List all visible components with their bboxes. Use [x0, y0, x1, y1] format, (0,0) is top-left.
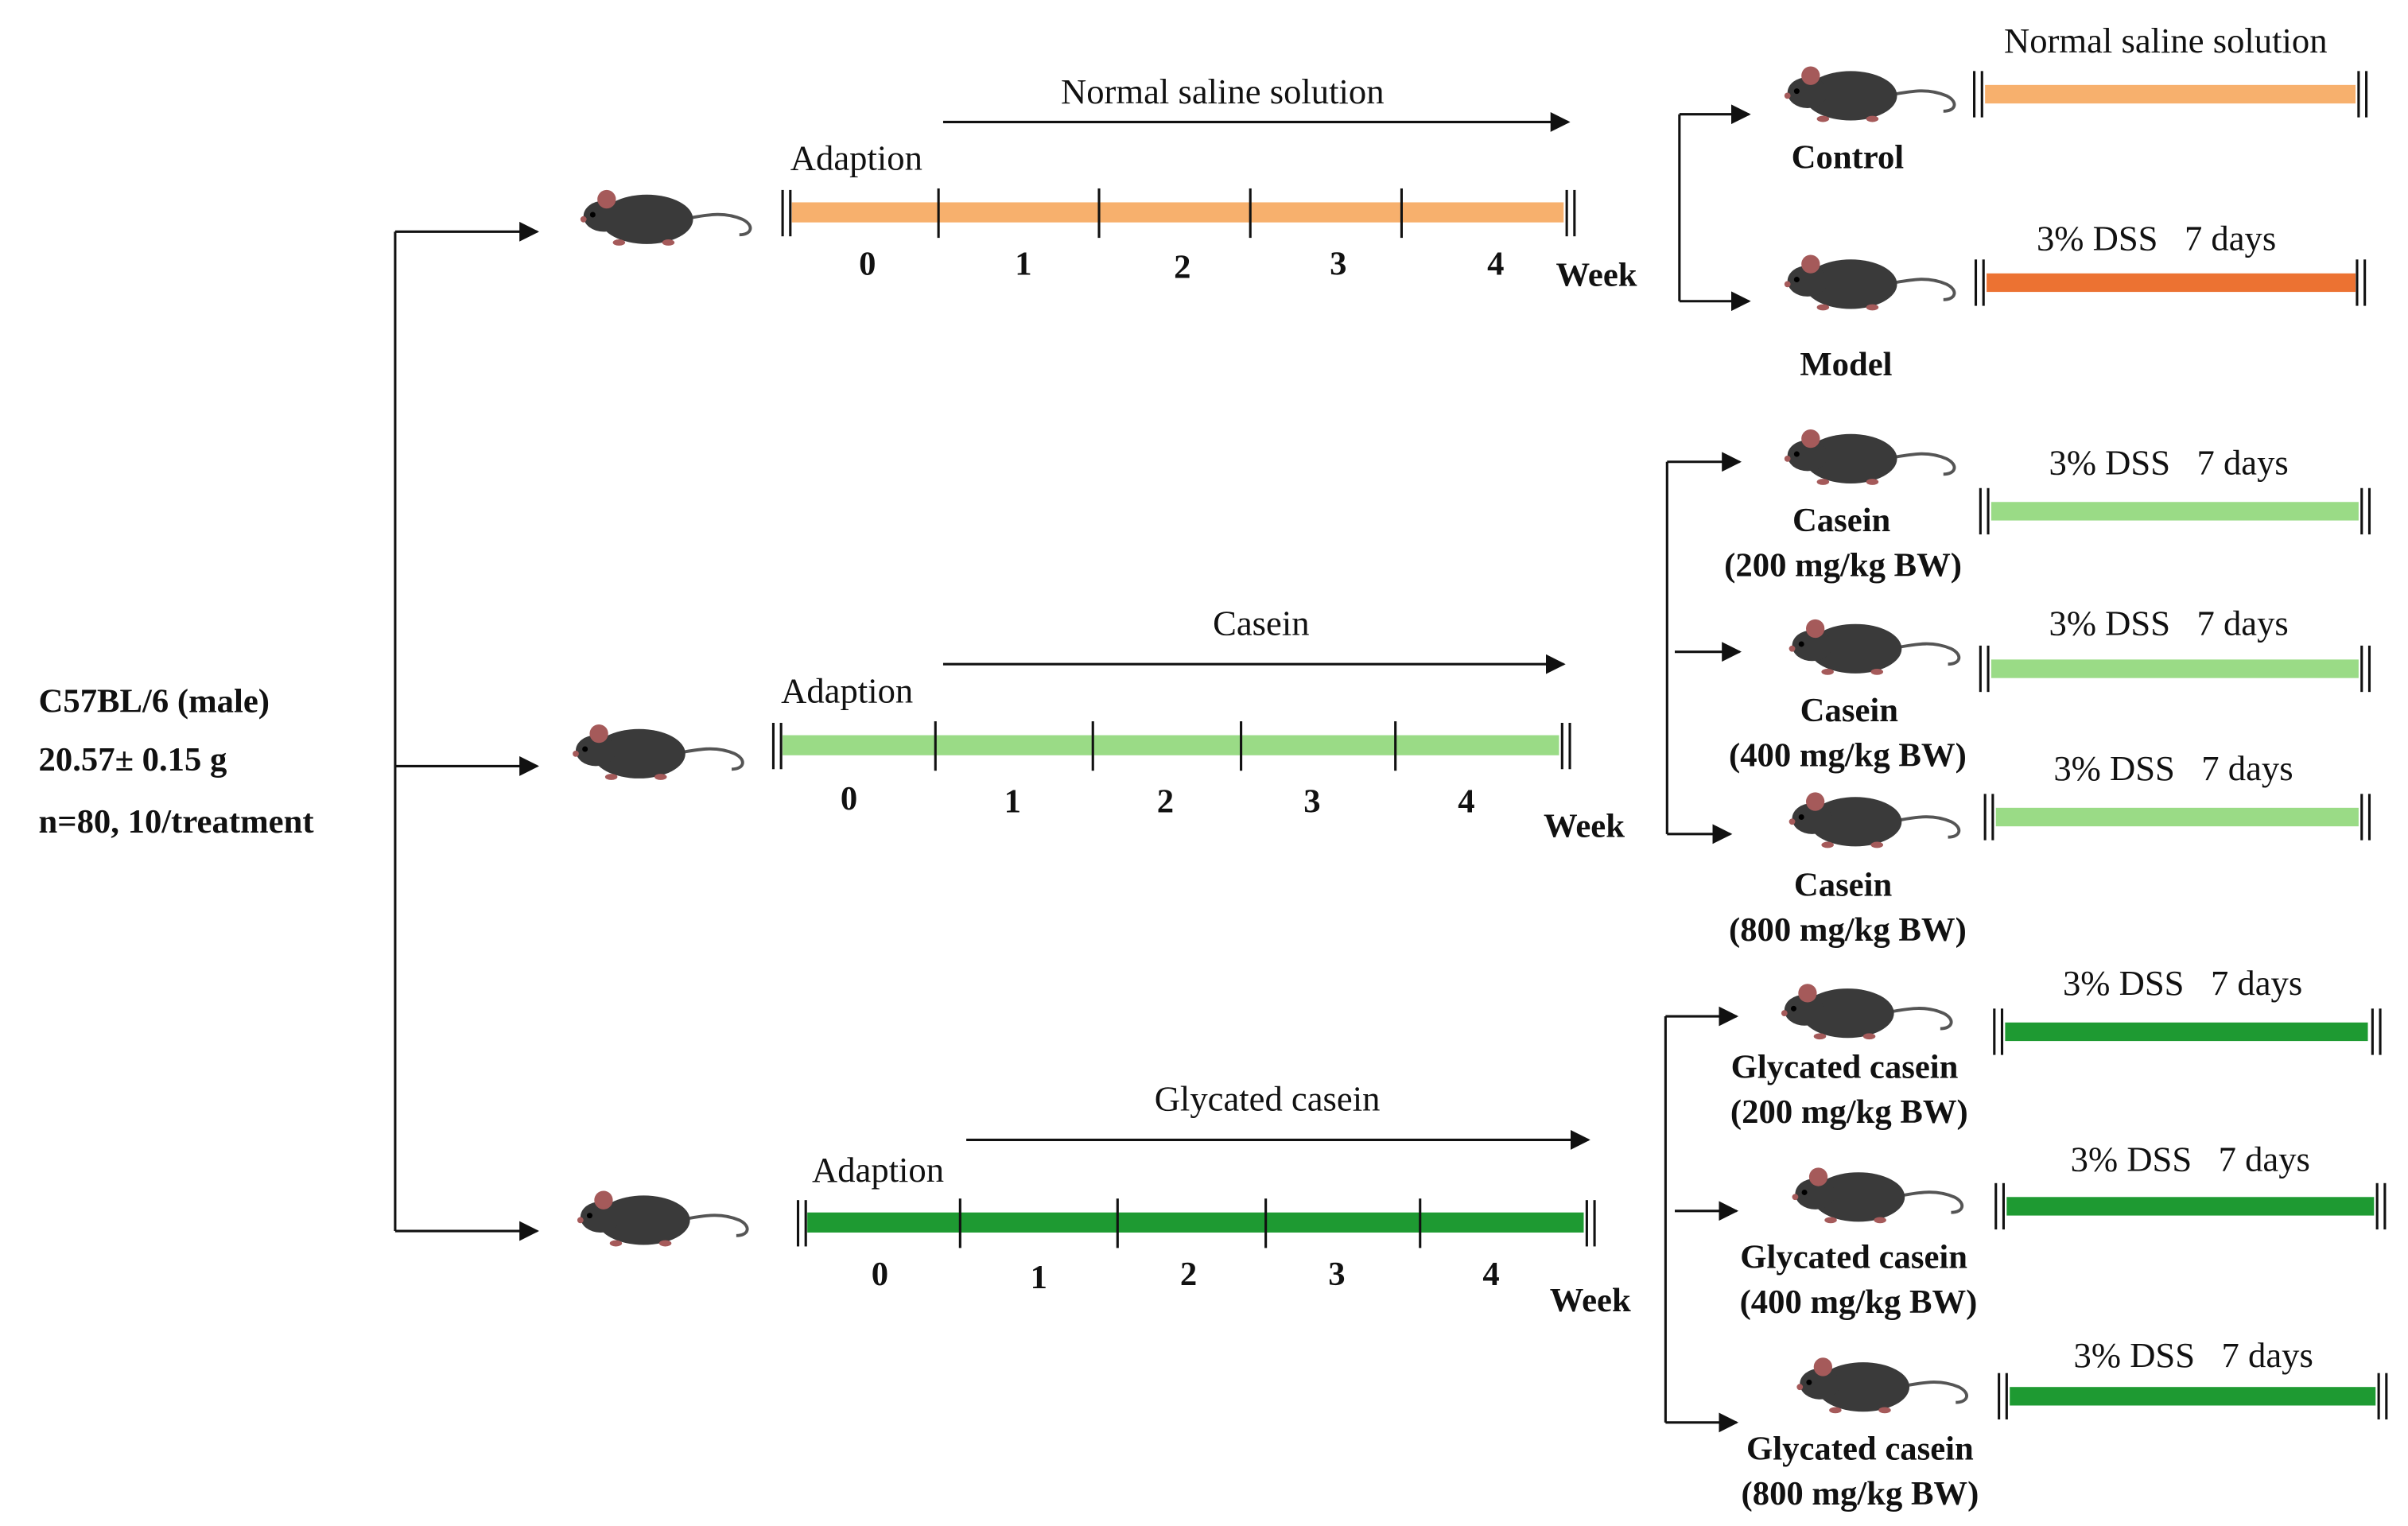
group-label-casein-800: Casein — [1794, 867, 1893, 904]
group-treatment-label: 3% DSS 7 days — [2053, 748, 2293, 788]
mouse-icon-model — [1782, 253, 1956, 313]
adaption-label: Adaption — [781, 671, 913, 711]
group-label-model: Model — [1800, 346, 1892, 383]
bracket-saline — [1678, 104, 1751, 312]
week-number: 2 — [1157, 783, 1174, 821]
week-label: Week — [1544, 808, 1625, 845]
group-dose-glycated-400: (400 mg/kg BW) — [1740, 1283, 1978, 1321]
treatment-label: Glycated casein — [1155, 1079, 1381, 1119]
week-number: 4 — [1458, 783, 1474, 821]
group-treatment-bar — [1987, 273, 2356, 293]
week-label: Week — [1556, 256, 1637, 293]
mouse-icon-glycated-200 — [1780, 982, 1953, 1042]
group-bar-control: Normal saline solution — [1973, 21, 2368, 118]
group-treatment-label: Normal saline solution — [2004, 21, 2328, 60]
mouse-icon-glycated-phase — [576, 1189, 749, 1248]
week-number: 4 — [1487, 246, 1504, 283]
group-label-glycated-800: Glycated casein — [1746, 1430, 1974, 1467]
week-number: 3 — [1328, 1256, 1345, 1293]
group-dose-glycated-800: (800 mg/kg BW) — [1742, 1475, 1979, 1512]
subject-weight: 20.57± 0.15 g — [39, 741, 227, 779]
group-treatment-label: 3% DSS 7 days — [2071, 1139, 2310, 1178]
group-treatment-bar — [1985, 84, 2356, 104]
mouse-icon-glycated-400 — [1790, 1166, 1964, 1225]
week-number: 3 — [1330, 246, 1346, 283]
week-label: Week — [1550, 1282, 1631, 1319]
mouse-icon-casein-phase — [571, 723, 744, 782]
subject-strain: C57BL/6 (male) — [39, 682, 270, 720]
mouse-icon-casein-400 — [1787, 617, 1961, 677]
week-number: 3 — [1303, 783, 1320, 821]
mouse-icon-casein-800 — [1787, 790, 1961, 850]
group-treatment-bar — [2010, 1387, 2376, 1406]
week-number: 1 — [1015, 246, 1031, 283]
phase-glycated: Glycated casein Adaption 0 1 2 3 4 Week — [796, 1079, 1631, 1319]
group-bar-casein-400: 3% DSS 7 days — [1979, 603, 2371, 693]
week-number: 2 — [1180, 1256, 1197, 1293]
treatment-label: Normal saline solution — [1061, 72, 1385, 111]
group-treatment-label: 3% DSS 7 days — [2049, 603, 2289, 643]
group-treatment-label: 3% DSS 7 days — [2063, 963, 2302, 1003]
week-number: 1 — [1031, 1259, 1047, 1296]
adaption-label: Adaption — [812, 1150, 944, 1190]
mouse-icon-casein-200 — [1782, 428, 1956, 487]
phase-casein: Casein Adaption 0 1 2 3 4 Week — [771, 603, 1625, 845]
week-number: 0 — [872, 1256, 888, 1293]
phase-saline: Normal saline solution Adaption 0 1 2 3 … — [781, 72, 1637, 293]
mouse-icon-saline-phase — [578, 188, 752, 247]
timeline-bar — [791, 202, 1564, 223]
timeline-bar — [783, 735, 1559, 755]
group-label-glycated-400: Glycated casein — [1740, 1239, 1967, 1276]
adaption-label: Adaption — [790, 138, 922, 178]
bracket-glycated — [1664, 1006, 1739, 1433]
group-dose-casein-200: (200 mg/kg BW) — [1724, 546, 1962, 584]
week-number: 0 — [859, 246, 876, 283]
mouse-icon-glycated-800 — [1795, 1356, 1968, 1415]
subject-count: n=80, 10/treatment — [39, 803, 315, 841]
group-treatment-label: 3% DSS 7 days — [2037, 219, 2276, 258]
treatment-label: Casein — [1213, 603, 1309, 643]
week-number: 0 — [841, 780, 857, 817]
timeline-bar — [807, 1212, 1584, 1233]
group-treatment-label: 3% DSS 7 days — [2049, 442, 2289, 482]
group-treatment-bar — [1995, 807, 2359, 827]
group-bar-model: 3% DSS 7 days — [1974, 219, 2367, 306]
group-dose-casein-400: (400 mg/kg BW) — [1729, 736, 1967, 774]
week-number: 2 — [1174, 249, 1190, 286]
week-number: 1 — [1004, 783, 1021, 821]
group-label-control: Control — [1792, 139, 1905, 177]
group-dose-casein-800: (800 mg/kg BW) — [1729, 911, 1967, 949]
group-bar-casein-200: 3% DSS 7 days — [1979, 442, 2371, 535]
group-bar-glycated-800: 3% DSS 7 days — [1998, 1335, 2388, 1419]
group-treatment-bar — [1990, 502, 2359, 521]
group-label-casein-400: Casein — [1800, 692, 1899, 729]
week-number: 4 — [1482, 1256, 1499, 1293]
group-label-casein-200: Casein — [1792, 502, 1891, 539]
group-treatment-label: 3% DSS 7 days — [2074, 1335, 2313, 1375]
group-dose-glycated-200: (200 mg/kg BW) — [1730, 1093, 1968, 1131]
mouse-icon-control — [1782, 64, 1956, 124]
group-treatment-bar — [1990, 659, 2359, 678]
group-bar-casein-800: 3% DSS 7 days — [1983, 748, 2371, 841]
group-label-glycated-200: Glycated casein — [1731, 1049, 1959, 1086]
group-treatment-bar — [2005, 1022, 2368, 1042]
bracket-casein — [1665, 452, 1742, 845]
group-bar-glycated-400: 3% DSS 7 days — [1994, 1139, 2387, 1230]
group-bar-glycated-200: 3% DSS 7 days — [1993, 963, 2382, 1055]
group-treatment-bar — [2006, 1197, 2375, 1216]
